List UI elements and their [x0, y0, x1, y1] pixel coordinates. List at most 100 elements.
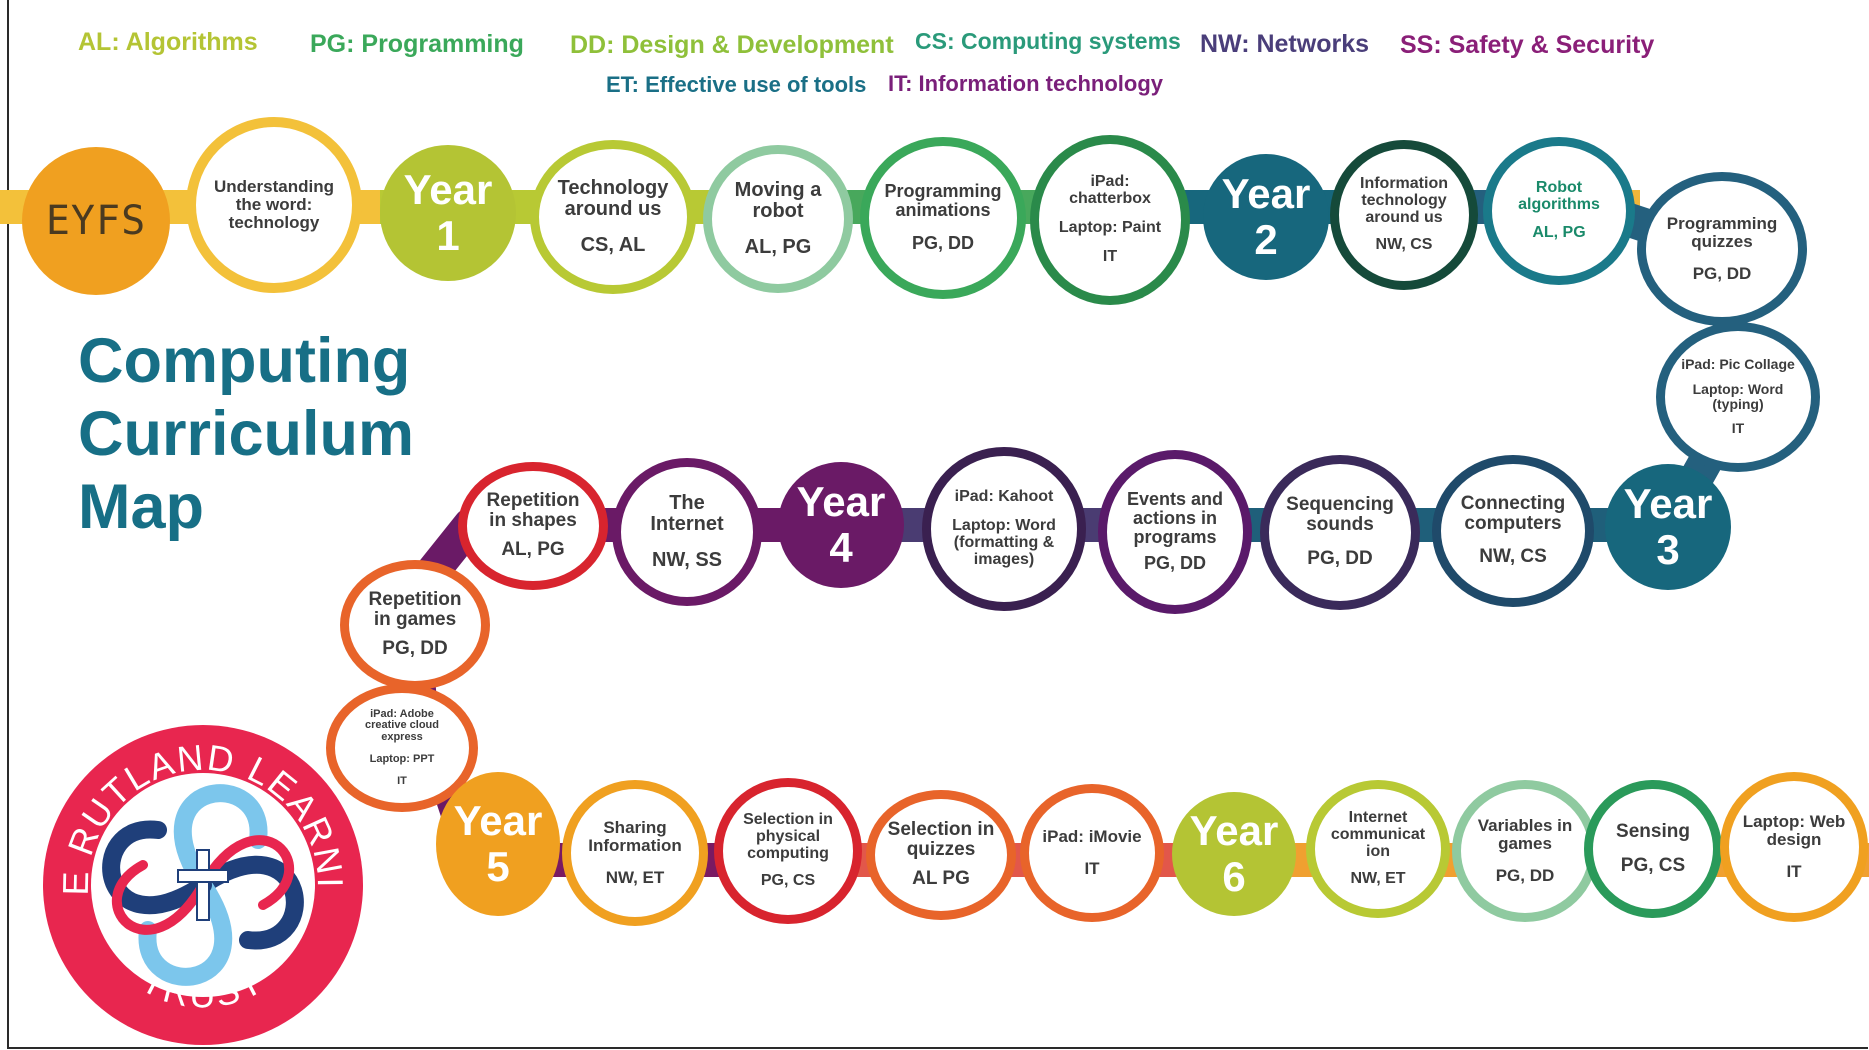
unit-ipad-imovie: iPad: iMovie IT	[1020, 784, 1164, 922]
stage-label: Year	[1221, 170, 1311, 217]
unit-repetition-in-games: Repetition in games PG, DD	[340, 560, 490, 690]
unit-codes: IT	[397, 775, 407, 788]
stage-number: 6	[1222, 853, 1246, 900]
unit-subtitle: Laptop: Word (formatting & images)	[952, 517, 1056, 568]
unit-title: The Internet	[650, 492, 724, 535]
stage-year-2: Year 2	[1203, 154, 1329, 280]
unit-codes: NW, CS	[1479, 546, 1547, 568]
unit-robot-algorithms: Robot algorithms AL, PG	[1483, 137, 1635, 285]
stage-number: 2	[1254, 216, 1278, 263]
unit-the-internet: The Internet NW, SS	[612, 458, 762, 606]
unit-codes: PG, DD	[1495, 865, 1555, 885]
unit-codes: PG, DD	[911, 232, 974, 253]
unit-codes: PG, DD	[1143, 553, 1206, 574]
unit-selection-in-quizzes: Selection in quizzes AL PG	[866, 790, 1016, 920]
stage-label: Year	[796, 478, 886, 525]
legend-information-technology: IT: Information technology	[888, 71, 1163, 96]
legend-effective-tools: ET: Effective use of tools	[606, 72, 867, 97]
unit-selection-physical-computing: Selection in physical computing PG, CS	[714, 778, 862, 924]
unit-title: iPad: Pic Collage	[1681, 356, 1795, 373]
unit-understanding-technology: Understanding the word: technology	[186, 117, 362, 293]
unit-title: Selection in quizzes	[887, 818, 995, 860]
unit-title: Moving a robot	[734, 179, 822, 222]
unit-repetition-in-shapes: Repetition in shapes AL, PG	[458, 462, 608, 590]
stage-label: Year	[1189, 807, 1279, 854]
unit-codes: AL PG	[912, 868, 970, 890]
unit-title: Robot algorithms	[1518, 179, 1600, 214]
stage-label: EYFS	[45, 198, 147, 244]
legend-networks: NW: Networks	[1200, 30, 1370, 58]
unit-title: iPad: iMovie	[1042, 826, 1142, 846]
unit-moving-a-robot: Moving a robot AL, PG	[703, 145, 853, 293]
unit-title: Sequencing sounds	[1286, 494, 1394, 536]
unit-information-technology-around-us: Information technology around us NW, CS	[1330, 140, 1478, 290]
unit-title: Information technology around us	[1360, 175, 1448, 226]
unit-title: Connecting computers	[1460, 492, 1566, 534]
stage-eyfs: EYFS	[22, 147, 170, 295]
legend-programming: PG: Programming	[310, 30, 524, 58]
unit-codes: CS, AL	[580, 234, 646, 256]
unit-title: Understanding the word: technology	[214, 177, 334, 232]
unit-ipad-kahoot: iPad: Kahoot Laptop: Word (formatting & …	[922, 447, 1086, 611]
unit-codes: IT	[1786, 861, 1802, 881]
unit-title: iPad: Kahoot	[954, 488, 1054, 506]
unit-codes: AL, PG	[501, 539, 565, 561]
legend-algorithms: AL: Algorithms	[78, 28, 258, 56]
unit-codes: PG, DD	[382, 638, 448, 660]
stage-year-5: Year 5	[436, 772, 560, 916]
unit-title: Sensing	[1616, 820, 1690, 842]
stage-label: Year	[1623, 480, 1713, 527]
unit-codes: NW, ET	[605, 867, 665, 887]
legend-safety-security: SS: Safety & Security	[1400, 31, 1655, 59]
title-line: Map	[78, 472, 204, 542]
unit-subtitle: Laptop: Word (typing)	[1692, 380, 1784, 412]
unit-programming-quizzes: Programming quizzes PG, DD	[1637, 172, 1807, 326]
stage-year-6: Year 6	[1172, 792, 1296, 916]
unit-title: Programming quizzes	[1666, 213, 1778, 251]
unit-title: Events and actions in programs	[1126, 488, 1224, 547]
unit-title: Repetition in games	[368, 588, 462, 630]
unit-title: Repetition in shapes	[486, 489, 580, 531]
stage-year-4: Year 4	[778, 462, 904, 588]
unit-codes: PG, DD	[1307, 547, 1373, 569]
title-line: Computing	[78, 326, 411, 396]
unit-codes: PG, CS	[1620, 854, 1686, 876]
unit-connecting-computers: Connecting computers NW, CS	[1432, 455, 1594, 607]
legend-design-development: DD: Design & Development	[570, 31, 894, 59]
unit-laptop-web-design: Laptop: Web design IT	[1720, 772, 1868, 922]
unit-codes: NW, ET	[1350, 870, 1406, 888]
stage-number: 5	[486, 843, 510, 890]
unit-title: Internet communicat ion	[1330, 809, 1426, 860]
stage-year-3: Year 3	[1605, 464, 1731, 590]
unit-subtitle: Laptop: Paint	[1058, 218, 1162, 236]
title-line: Curriculum	[78, 399, 415, 469]
rutland-learning-trust-logo: THE RUTLAND LEARNING TRUST	[38, 720, 363, 1045]
unit-title: Sharing Information	[588, 817, 682, 855]
stage-label: Year	[453, 797, 543, 844]
unit-sharing-information: Sharing Information NW, ET	[562, 780, 708, 926]
unit-codes: AL, PG	[744, 236, 812, 258]
unit-sequencing-sounds: Sequencing sounds PG, DD	[1260, 455, 1420, 610]
legend-computing-systems: CS: Computing systems	[915, 28, 1181, 54]
unit-sensing: Sensing PG, CS	[1584, 780, 1722, 918]
unit-ipad-adobe: iPad: Adobe creative cloud express Lapto…	[326, 684, 478, 812]
unit-title: iPad: chatterbox	[1069, 173, 1151, 207]
unit-codes: IT	[1084, 858, 1100, 878]
unit-ipad-chatterbox: iPad: chatterbox Laptop: Paint IT	[1030, 135, 1190, 305]
unit-internet-communication: Internet communicat ion NW, ET	[1306, 780, 1450, 918]
stage-year-1: Year 1	[380, 145, 516, 281]
stage-number: 4	[829, 524, 853, 571]
unit-title: Variables in games	[1477, 815, 1573, 853]
unit-codes: NW, CS	[1375, 236, 1433, 254]
unit-variables-in-games: Variables in games PG, DD	[1452, 780, 1598, 922]
unit-codes: AL, PG	[1532, 224, 1586, 241]
unit-codes: IT	[1102, 248, 1118, 266]
unit-programming-animations: Programming animations PG, DD	[860, 137, 1026, 299]
stage-number: 3	[1656, 526, 1680, 573]
unit-ipad-pic-collage: iPad: Pic Collage Laptop: Word (typing) …	[1656, 322, 1820, 472]
stage-number: 1	[436, 212, 460, 259]
unit-title: iPad: Adobe creative cloud express	[365, 707, 439, 743]
unit-codes: PG, DD	[1692, 263, 1752, 283]
unit-title: Selection in physical computing	[743, 811, 833, 862]
unit-title: Programming animations	[884, 181, 1002, 221]
